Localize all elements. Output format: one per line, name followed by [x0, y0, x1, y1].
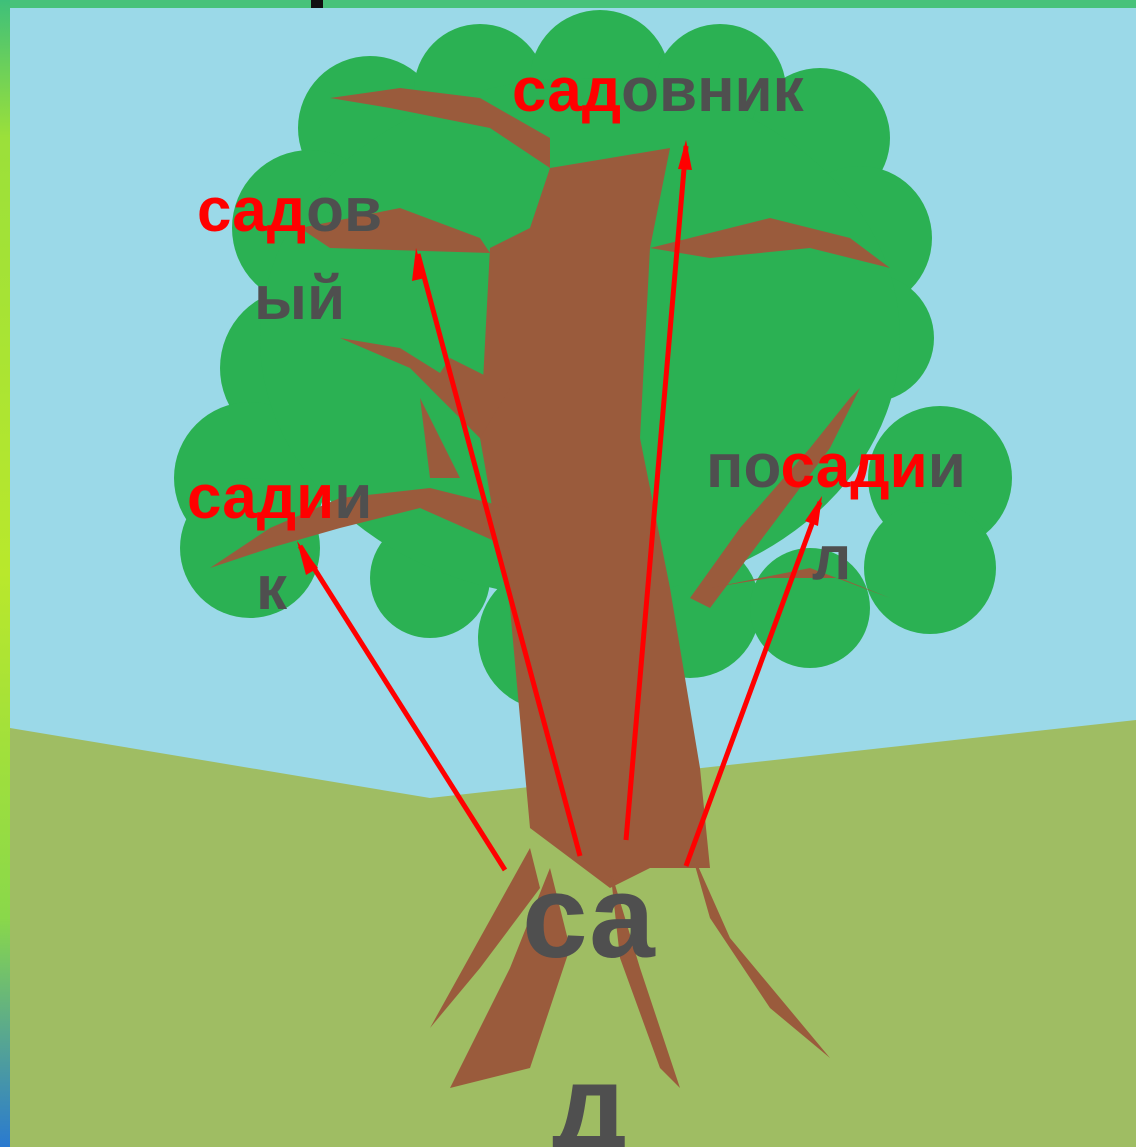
root-word-line2: д	[552, 1041, 627, 1147]
ground	[10, 720, 1136, 1147]
word-sadovy-line1: садов	[197, 180, 382, 242]
word-sadovnik: садовник	[512, 60, 804, 122]
arrowhead-sadik	[297, 541, 318, 575]
derivation-arrows	[297, 140, 823, 872]
word-sadovy-line2: ый	[254, 264, 346, 333]
arrow-to-posadil	[683, 501, 823, 867]
root-word-line1: са	[522, 851, 655, 983]
word-posadil-prefix: по	[706, 432, 781, 501]
word-sadik-line1: садии	[187, 467, 372, 529]
word-sadik-line2: к	[256, 554, 288, 623]
word-sadovy-root: сад	[197, 176, 307, 245]
word-posadil-line1: посадии	[706, 436, 966, 498]
word-sadovy-rest: ов	[306, 176, 383, 245]
word-sadik-rest: и	[334, 463, 373, 532]
word-sadovnik-root: сад	[512, 56, 622, 125]
top-mark	[311, 0, 323, 10]
word-posadil-root: сади	[780, 432, 928, 501]
arrowhead-posadil	[805, 496, 822, 526]
word-sadik-root: сади	[187, 463, 335, 532]
arrow-to-sadik	[297, 544, 508, 872]
word-posadil-rest: и	[927, 432, 966, 501]
arrowhead-sadovnik	[678, 140, 692, 170]
word-posadil-line2: л	[812, 524, 852, 593]
arrowhead-sadovy	[412, 248, 425, 281]
arrow-to-sadovy	[415, 253, 583, 857]
word-sadovnik-rest: овник	[621, 56, 804, 125]
tree-illustration	[10, 8, 1136, 1147]
top-border	[0, 0, 1136, 8]
left-border	[0, 0, 10, 1147]
arrow-to-sadovnik	[623, 145, 689, 841]
